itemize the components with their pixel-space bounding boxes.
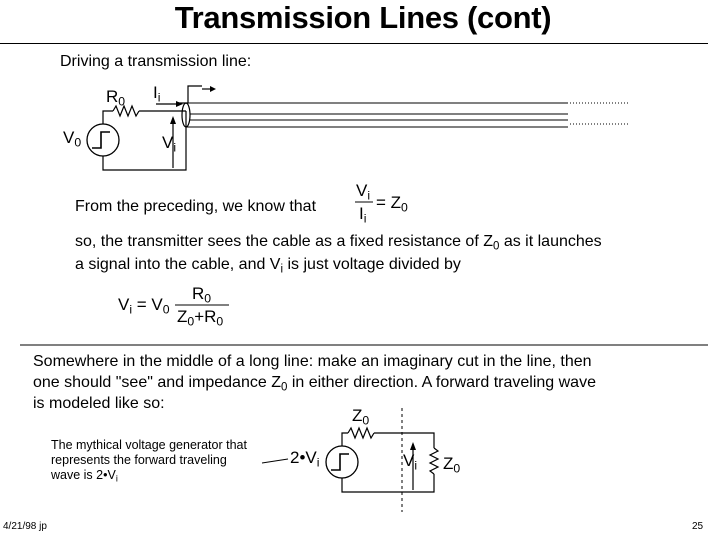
- voltage-source-symbol: [86, 123, 120, 157]
- top-z0-label: Z0: [352, 406, 370, 428]
- divider-lhs: Vi = V0: [118, 295, 170, 317]
- section2-line1: Somewhere in the middle of a long line: …: [33, 353, 592, 370]
- forward-wave-model-diagram: [325, 408, 440, 512]
- generator-label: 2•Vi: [290, 448, 320, 470]
- load-z0-label: Z0: [443, 454, 461, 476]
- section1-heading: Driving a transmission line:: [60, 53, 252, 70]
- page-number: 25: [692, 521, 704, 532]
- title-rule: [0, 43, 708, 44]
- section2-line2: one should "see" and impedance Z0 in eit…: [33, 374, 596, 394]
- note-line2: represents the forward traveling: [51, 453, 227, 467]
- current-ii-label: Ii: [153, 83, 161, 105]
- ratio-denominator: Ii: [359, 204, 367, 226]
- note-line1: The mythical voltage generator that: [51, 438, 247, 452]
- resistor-r0-symbol: [112, 104, 140, 118]
- ratio-numerator: Vi: [356, 181, 371, 203]
- divider-numerator: R0: [192, 284, 212, 306]
- para-line2: a signal into the cable, and Vi is just …: [75, 256, 461, 276]
- footer-date: 4/21/98 jp: [3, 521, 47, 532]
- para-line1: so, the transmitter sees the cable as a …: [75, 233, 602, 253]
- ratio-rhs: = Z0: [376, 193, 408, 215]
- note-line3: wave is 2•Vi: [51, 468, 118, 484]
- model-vi-label: Vi: [403, 451, 418, 473]
- voltage-vi-label: Vi: [162, 133, 177, 155]
- page-title: Transmission Lines (cont): [174, 0, 552, 35]
- section2-line3: is modeled like so:: [33, 395, 165, 412]
- resistor-r0-label: R0: [106, 87, 126, 109]
- divider-denominator: Z0+R0: [177, 307, 224, 329]
- known-text: From the preceding, we know that: [75, 198, 317, 215]
- source-v0-label: V0: [63, 128, 82, 150]
